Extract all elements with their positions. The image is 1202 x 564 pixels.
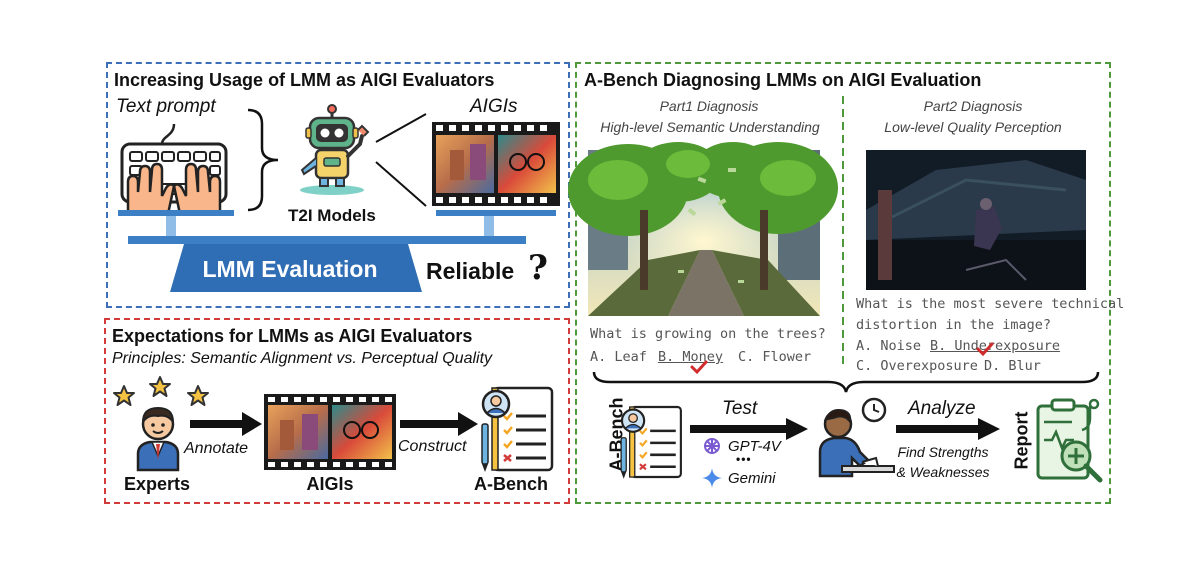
- horizontal-brace-icon: [592, 371, 1100, 393]
- gpt4v-label: GPT-4V: [728, 438, 781, 455]
- part2-option-c: C. Overexposure: [856, 358, 978, 374]
- part1-heading: Part1 Diagnosis: [659, 98, 759, 114]
- experts-label: Experts: [124, 474, 191, 494]
- part1-option-c: C. Flower: [738, 349, 812, 365]
- part2-image: [866, 150, 1086, 290]
- text-prompt-label: Text prompt: [116, 96, 216, 117]
- principles-text: Principles: Semantic Alignment vs. Perce…: [112, 350, 493, 367]
- t2i-models-label: T2I Models: [288, 206, 376, 225]
- expert-person-icon: [136, 406, 180, 472]
- part2-question-line1: What is the most severe technical: [856, 296, 1125, 312]
- checklist-icon: [620, 405, 682, 479]
- check-icon: [690, 360, 708, 375]
- more-models-dots: •••: [736, 452, 752, 466]
- projection-lines: [375, 113, 427, 207]
- part2-subheading: Low-level Quality Perception: [884, 119, 1062, 135]
- part1-image: [568, 142, 838, 316]
- aigis-label-top: AIGIs: [470, 96, 518, 117]
- part1-option-a: A. Leaf: [590, 349, 647, 365]
- evaluation-platform: [118, 210, 556, 292]
- panel-a-bench-diagnosis: [575, 62, 1111, 504]
- reliable-label: Reliable: [426, 258, 515, 284]
- report-clipboard-icon: [1036, 398, 1103, 483]
- part1-question: What is growing on the trees?: [590, 326, 826, 342]
- test-label: Test: [722, 398, 758, 419]
- strengths-line2: & Weaknesses: [896, 464, 990, 480]
- gemini-label: Gemini: [728, 470, 776, 487]
- robot-icon: [300, 104, 370, 195]
- parts-divider: [842, 96, 844, 366]
- part2-heading: Part2 Diagnosis: [923, 98, 1023, 114]
- analyze-arrow: [896, 418, 1000, 440]
- part2-option-d: D. Blur: [984, 358, 1041, 374]
- analyze-label: Analyze: [908, 398, 976, 419]
- gpt4v-icon: [704, 438, 720, 454]
- part2-option-b[interactable]: B. Underexposure: [930, 338, 1061, 354]
- part2-question-line2: distortion in the image?: [856, 317, 1052, 333]
- construct-arrow: [400, 412, 478, 436]
- construct-label: Construct: [398, 438, 467, 455]
- question-mark-icon: ?: [528, 248, 548, 288]
- a-bench-label-bottom: A-Bench: [474, 474, 549, 494]
- aigis-label-bottom: AIGIs: [306, 474, 354, 494]
- strengths-line1: Find Strengths: [897, 444, 989, 460]
- lmm-usage-title: Increasing Usage of LMM as AIGI Evaluato…: [114, 70, 495, 90]
- annotate-label: Annotate: [184, 440, 249, 457]
- panel-expectations: [104, 318, 570, 504]
- star-icon: [113, 376, 209, 406]
- lmm-evaluation-label: LMM Evaluation: [202, 256, 378, 282]
- test-arrow: [690, 418, 808, 440]
- annotate-arrow: [190, 412, 262, 436]
- keyboard-hands-icon: [120, 123, 228, 216]
- person-test-icon: [818, 397, 895, 478]
- brace-icon: [247, 108, 279, 212]
- gemini-icon: [702, 468, 722, 488]
- film-strip-top: [432, 122, 560, 206]
- part2-option-a: A. Noise: [856, 338, 922, 354]
- a-bench-diagnosis-title: A-Bench Diagnosing LMMs on AIGI Evaluati…: [584, 70, 982, 90]
- report-vertical-label: Report: [1011, 411, 1032, 470]
- checklist-icon: [481, 386, 554, 472]
- check-icon: [976, 342, 994, 357]
- film-strip-bottom: [264, 394, 396, 470]
- part1-subheading: High-level Semantic Understanding: [600, 119, 820, 135]
- expectations-title: Expectations for LMMs as AIGI Evaluators: [112, 326, 473, 346]
